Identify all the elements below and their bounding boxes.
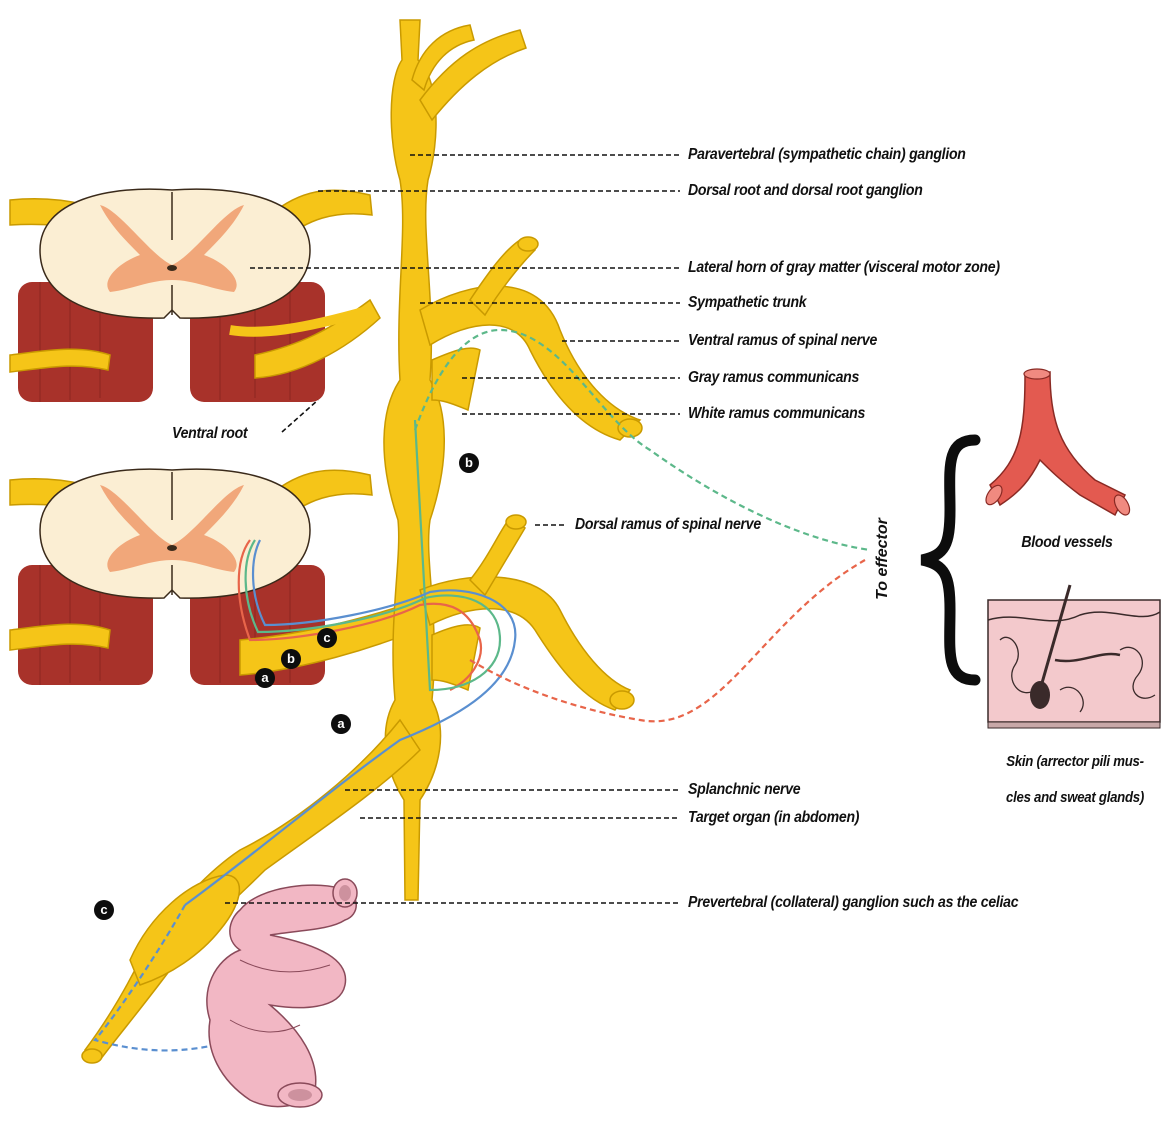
marker-c-ganglion: c xyxy=(94,900,114,920)
blood-vessel-drawing xyxy=(983,369,1133,518)
label-dorsal-root: Dorsal root and dorsal root ganglion xyxy=(688,181,923,201)
marker-c-root: c xyxy=(317,628,337,648)
label-prevertebral-ganglion: Prevertebral (collateral) ganglion such … xyxy=(688,893,1018,913)
label-lateral-horn: Lateral horn of gray matter (visceral mo… xyxy=(688,258,1000,278)
label-white-ramus: White ramus communicans xyxy=(688,404,865,424)
label-ventral-ramus: Ventral ramus of spinal nerve xyxy=(688,331,877,351)
marker-b-root: b xyxy=(281,649,301,669)
label-blood-vessels: Blood vessels xyxy=(1021,533,1112,553)
label-gray-ramus: Gray ramus communicans xyxy=(688,368,859,388)
label-skin-line2: cles and sweat glands) xyxy=(1006,788,1144,808)
label-ventral-root: Ventral root xyxy=(172,424,247,444)
spinal-cord-lower xyxy=(10,469,430,685)
label-target-organ: Target organ (in abdomen) xyxy=(688,808,859,828)
marker-a-root: a xyxy=(255,668,275,688)
label-skin-line1: Skin (arrector pili mus- xyxy=(1006,752,1143,772)
skin-section-drawing xyxy=(988,585,1160,728)
effector-brace xyxy=(922,440,975,680)
marker-a-trunk: a xyxy=(331,714,351,734)
label-dorsal-ramus: Dorsal ramus of spinal nerve xyxy=(575,515,761,535)
spinal-cord-upper xyxy=(10,189,380,402)
marker-b-trunk: b xyxy=(459,453,479,473)
label-sympathetic-trunk: Sympathetic trunk xyxy=(688,293,806,313)
label-to-effector: To effector xyxy=(874,504,892,614)
label-splanchnic-nerve: Splanchnic nerve xyxy=(688,780,800,800)
label-paravertebral-ganglion: Paravertebral (sympathetic chain) gangli… xyxy=(688,145,966,165)
